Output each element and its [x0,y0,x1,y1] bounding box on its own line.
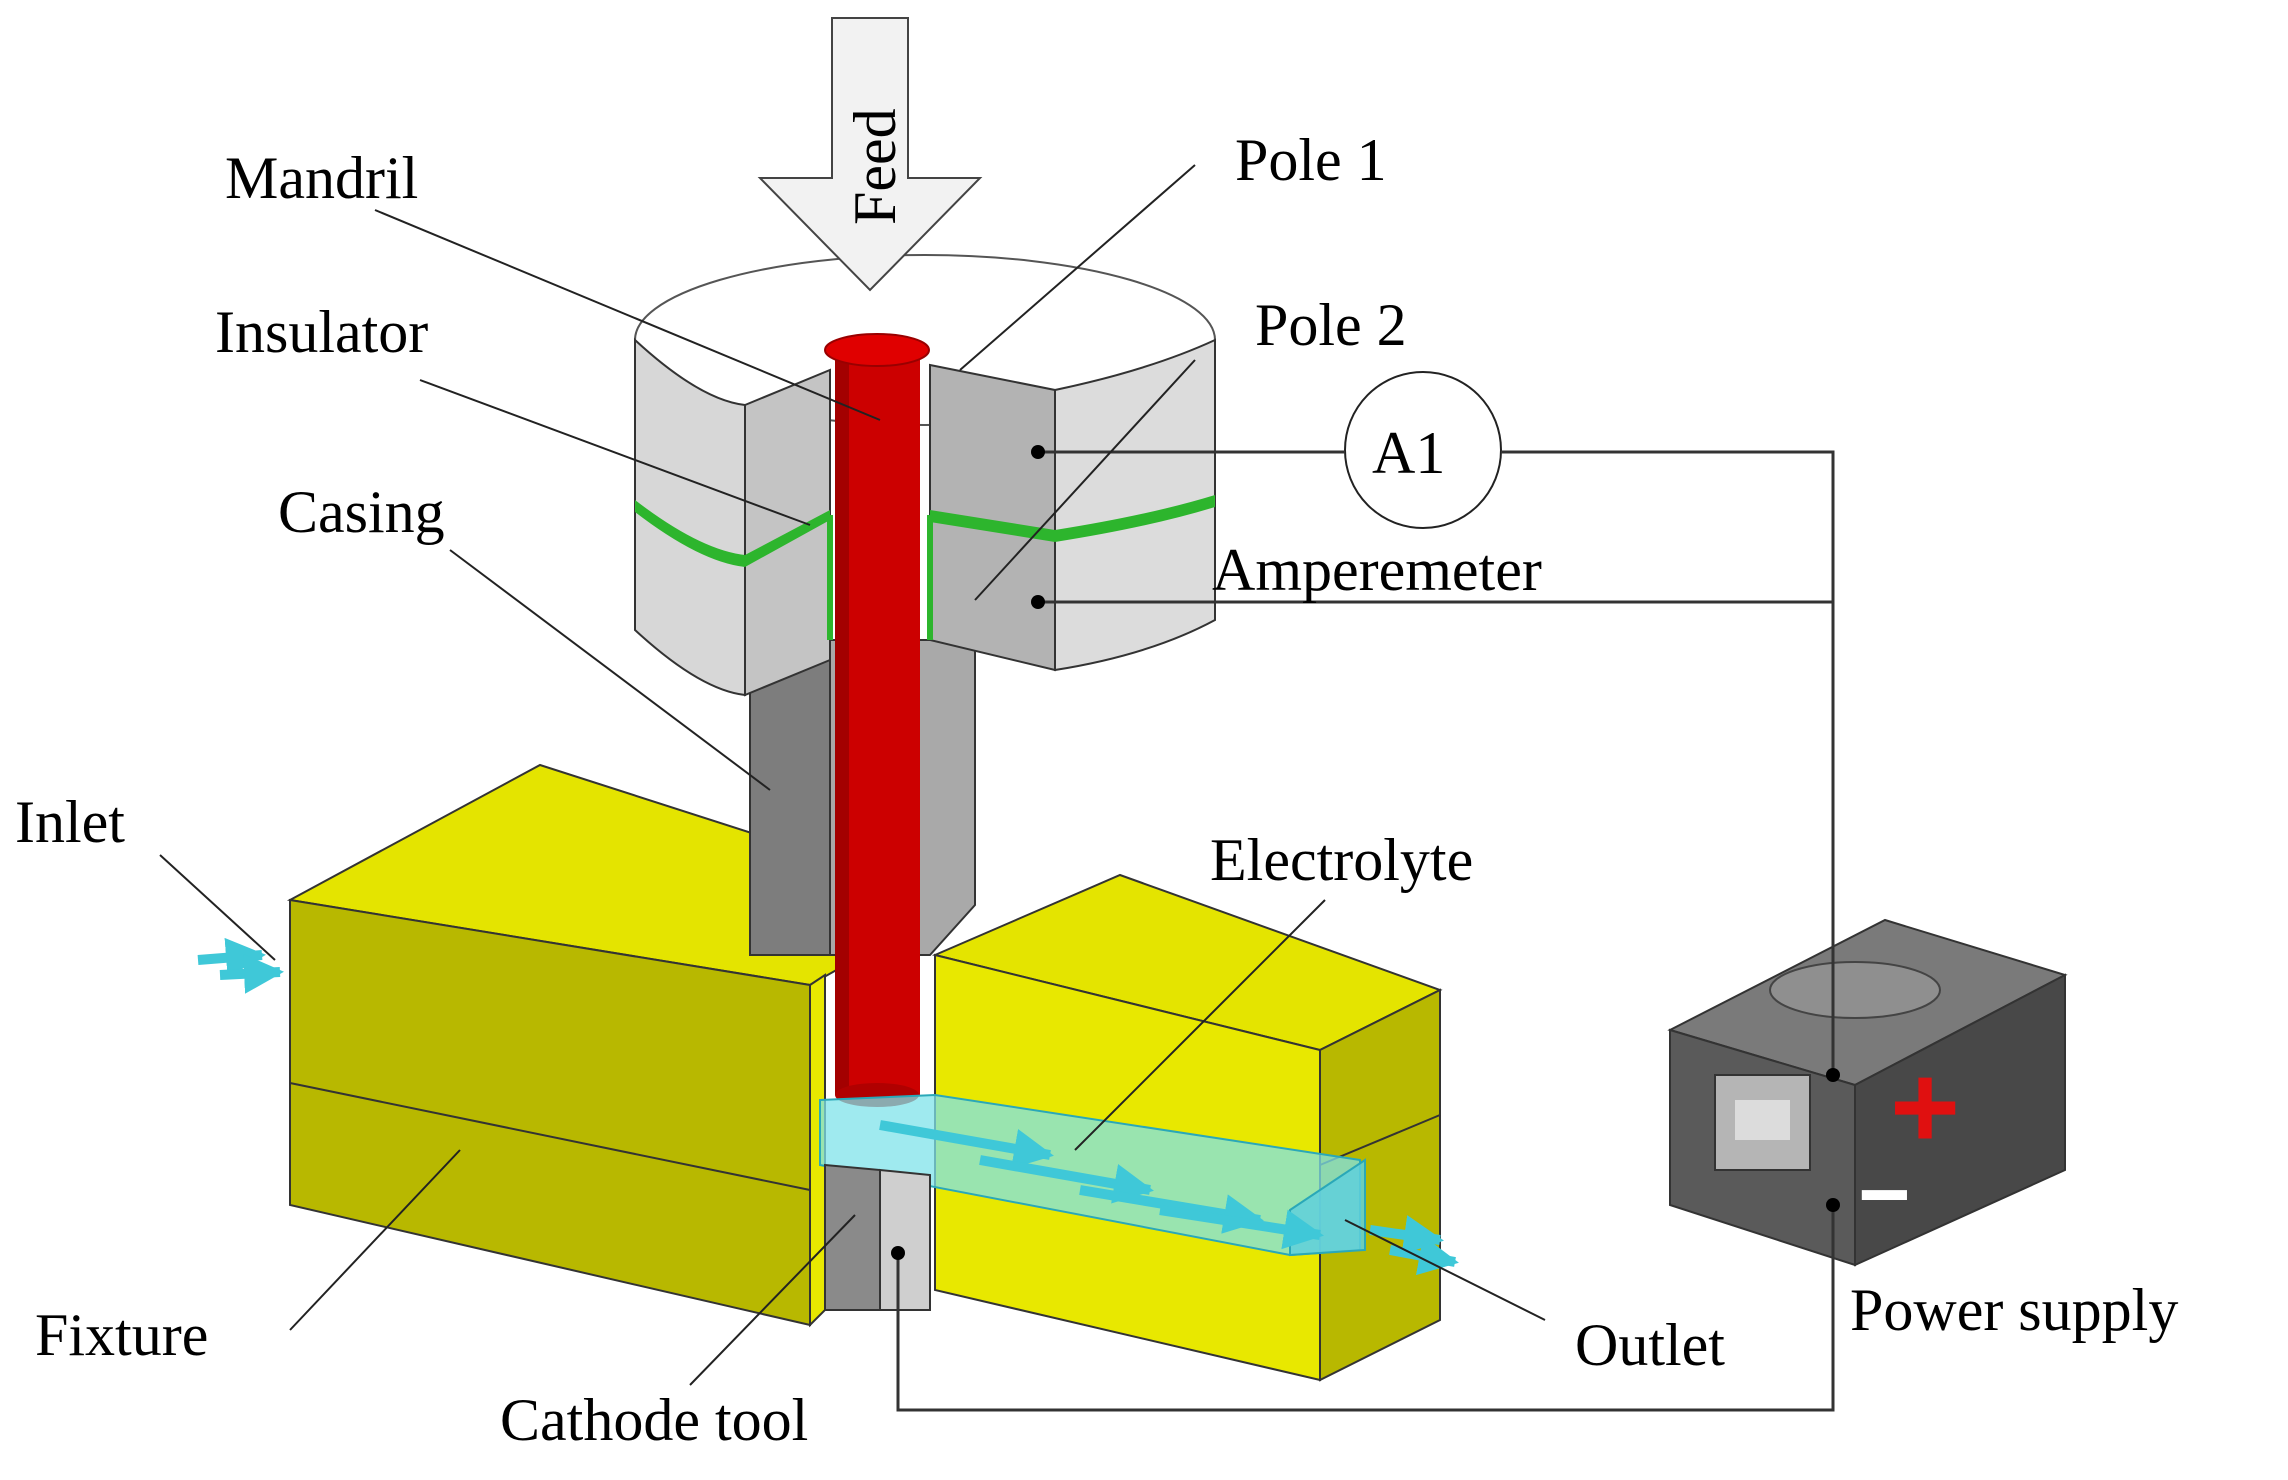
pole1-label: Pole 1 [1235,127,1387,193]
mandril-label: Mandril [225,145,418,211]
minus-sign: − [1858,1145,1911,1245]
mandril [824,333,930,1107]
feed-label: Feed [842,108,908,225]
fixture [286,763,1443,1382]
outlet-flow-arrows [1369,1215,1459,1276]
feed-arrow: Feed [757,17,983,292]
power-supply-label: Power supply [1850,1277,2178,1343]
leader-lines [159,164,1546,1386]
electrolyte-label: Electrolyte [1210,827,1473,893]
cathode-tool [824,1163,931,1311]
electrolyte [819,1093,1366,1257]
insulator-label: Insulator [215,299,428,365]
cathode-tool-label: Cathode tool [500,1387,808,1453]
amperemeter-label: Amperemeter [1212,537,1542,603]
casing-label: Casing [278,479,445,545]
plus-sign: + [1890,1040,1960,1174]
inlet-flow-arrows [197,937,284,994]
pole-head [634,254,1216,697]
ammeter: A1 [1344,371,1502,529]
labels: Mandril Pole 1 Pole 2 Insulator Casing A… [15,127,2178,1453]
ammeter-symbol: A1 [1372,420,1445,486]
power-supply: + − [1667,918,2068,1267]
inlet-label: Inlet [15,789,125,855]
circuit-wires [891,445,1840,1412]
fixture-label: Fixture [35,1302,208,1368]
outlet-label: Outlet [1575,1312,1725,1378]
pole2-label: Pole 2 [1255,292,1407,358]
